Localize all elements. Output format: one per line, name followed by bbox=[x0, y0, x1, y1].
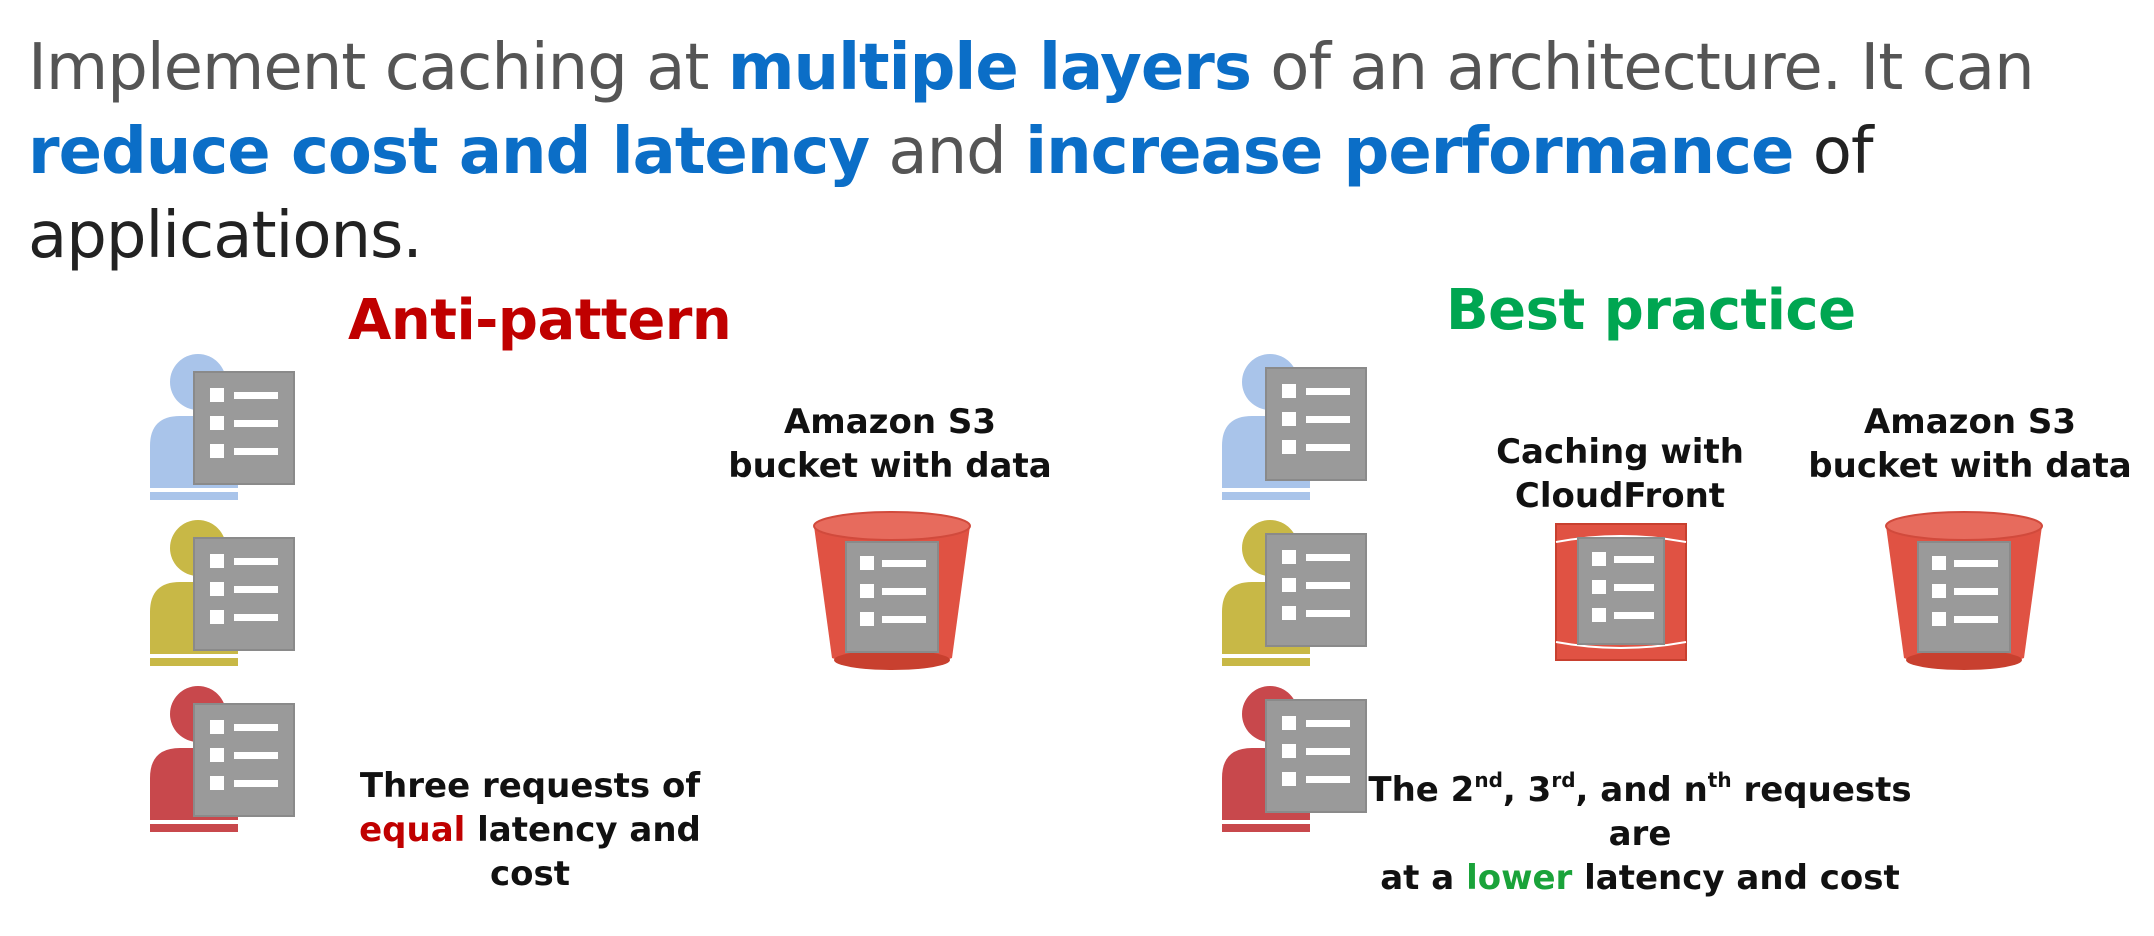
best-caption-mid1: , 3 bbox=[1502, 770, 1552, 810]
best-practice-caption: The 2nd, 3rd, and nth requests are at a … bbox=[1350, 768, 1930, 900]
best-caption2-prefix: at a bbox=[1380, 858, 1467, 898]
best-bucket-label-line1: Amazon S3 bbox=[1863, 402, 2077, 442]
headline-part4: of applications. bbox=[28, 115, 1873, 273]
user-document-icon bbox=[1222, 520, 1367, 666]
anti-caption-emphasis: equal bbox=[359, 810, 466, 850]
anti-bucket-label: Amazon S3 bucket with data bbox=[720, 400, 1060, 488]
s3-bucket-icon bbox=[1885, 511, 2043, 670]
best-practice-title: Best practice bbox=[1446, 278, 1856, 343]
user-document-icon bbox=[150, 354, 295, 500]
anti-caption-line2: equal latency and cost bbox=[330, 808, 730, 896]
user-document-icon bbox=[1222, 354, 1367, 500]
sup-nd: nd bbox=[1474, 768, 1503, 792]
best-caption-mid2: , and n bbox=[1575, 770, 1708, 810]
s3-bucket-icon bbox=[813, 511, 971, 670]
headline: Implement caching at multiple layers of … bbox=[28, 26, 2138, 278]
cloudfront-label-line2: CloudFront bbox=[1514, 476, 1726, 516]
best-caption-prefix: The 2 bbox=[1368, 770, 1475, 810]
user-document-icon bbox=[150, 520, 295, 666]
best-bucket-label: Amazon S3 bucket with data bbox=[1800, 400, 2140, 488]
best-caption-end: requests are bbox=[1608, 770, 1912, 854]
headline-part3: and bbox=[869, 115, 1026, 189]
anti-pattern-caption: Three requests of equal latency and cost bbox=[330, 764, 730, 896]
headline-highlight-2: reduce cost and latency bbox=[28, 115, 870, 189]
anti-bucket-label-line1: Amazon S3 bbox=[783, 402, 997, 442]
anti-caption-line1: Three requests of bbox=[359, 766, 701, 806]
cloudfront-label: Caching with CloudFront bbox=[1450, 430, 1790, 518]
sup-rd: rd bbox=[1551, 768, 1576, 792]
best-caption2-rest: latency and cost bbox=[1572, 858, 1900, 898]
headline-part2: of an architecture. It can bbox=[1250, 31, 2034, 105]
headline-part1: Implement caching at bbox=[28, 31, 728, 105]
best-caption-line2: at a lower latency and cost bbox=[1350, 856, 1930, 900]
anti-caption-rest: latency and cost bbox=[465, 810, 701, 894]
cloudfront-icon bbox=[1555, 523, 1687, 661]
anti-bucket-label-line2: bucket with data bbox=[728, 446, 1052, 486]
headline-highlight-1: multiple layers bbox=[727, 31, 1252, 105]
headline-highlight-3: increase performance bbox=[1025, 115, 1794, 189]
user-document-icon bbox=[1222, 686, 1367, 832]
sup-th: th bbox=[1707, 768, 1732, 792]
best-caption-emphasis: lower bbox=[1466, 858, 1573, 898]
best-caption-line1: The 2nd, 3rd, and nth requests are bbox=[1350, 768, 1930, 856]
user-document-icon bbox=[150, 686, 295, 832]
best-bucket-label-line2: bucket with data bbox=[1808, 446, 2132, 486]
anti-pattern-title: Anti-pattern bbox=[348, 288, 732, 353]
cloudfront-label-line1: Caching with bbox=[1496, 432, 1744, 472]
